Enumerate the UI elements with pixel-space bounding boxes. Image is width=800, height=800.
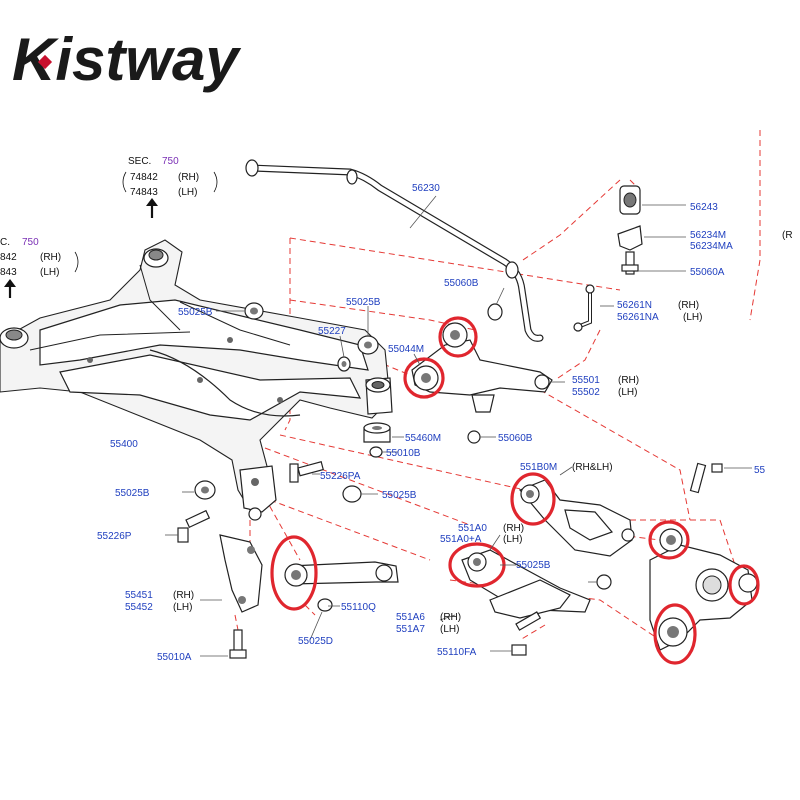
bolt-55010A [200, 629, 247, 659]
label-55460M: 55460M [405, 433, 441, 444]
label-551B0M-side: (RH&LH) [572, 462, 613, 473]
label-56234MA: 56234MA [690, 241, 733, 252]
sec-code-rh: 74842 [130, 172, 158, 183]
label-55010A: 55010A [157, 652, 192, 663]
nut-55010B [369, 446, 398, 458]
ring-upper-arm-rear [403, 357, 445, 399]
leader-lines [309, 195, 573, 641]
label-551A7: 551A7 [396, 624, 425, 635]
sec-number: 750 [162, 156, 179, 167]
knuckle [649, 528, 758, 651]
label-55025B-c: 55025B [115, 488, 150, 499]
label-56234-side: (R [782, 230, 793, 241]
label-551A0A: 551A0+A [440, 534, 482, 545]
lower-link-551A0 [461, 549, 612, 631]
nut-55025B-upper [216, 302, 264, 320]
sec-code-lh: 843 [0, 267, 17, 278]
label-55226PA: 55226PA [320, 471, 361, 482]
nut-55025B-mid [342, 485, 378, 503]
label-55025D: 55025D [298, 636, 333, 647]
label-55502: 55502 [572, 387, 600, 398]
subframe-bushing-55044M [365, 377, 393, 415]
label-55451-lh: (LH) [173, 602, 192, 613]
label-55452: 55452 [125, 602, 153, 613]
label-55060B-top: 55060B [444, 278, 479, 289]
label-55060A: 55060A [690, 267, 725, 278]
subframe [0, 239, 391, 521]
ring-knuckle-side [728, 564, 760, 606]
bracket-55451 [200, 534, 263, 613]
label-551A6: 551A6 [396, 612, 425, 623]
bolt-55060A [621, 251, 686, 275]
label-55110Q: 55110Q [341, 602, 376, 613]
ring-upper-arm-front [438, 316, 478, 358]
bolt-55110FA [490, 644, 527, 656]
label-55-partial: 55 [754, 465, 766, 476]
ring-knuckle-lower [653, 603, 697, 665]
section-ref-left: C. 750 842 (RH) 843 (LH) [0, 237, 79, 298]
label-551B0M: 551B0M [520, 462, 557, 473]
ring-lower-arm [510, 472, 556, 526]
upper-arm-55501 [411, 303, 553, 444]
label-55501-lh: (LH) [618, 387, 637, 398]
sec-side-rh: (RH) [178, 172, 199, 183]
label-56261N: 56261N [617, 300, 652, 311]
label-56261-rh: (RH) [678, 300, 699, 311]
stabilizer-bar [245, 159, 544, 342]
washer-55227 [337, 356, 351, 372]
label-56230: 56230 [412, 183, 440, 194]
label-55226P: 55226P [97, 531, 132, 542]
sec-side-lh: (LH) [40, 267, 59, 278]
sec-label: C. [0, 237, 10, 248]
label-55025B-e: 55025B [516, 560, 551, 571]
label-551A6-rh: (RH) [440, 612, 461, 623]
sec-number: 750 [22, 237, 39, 248]
kistway-logo: Kistway [12, 26, 241, 93]
label-55227: 55227 [318, 326, 346, 337]
label-56234M: 56234M [690, 230, 726, 241]
logo-text: Kistway [12, 26, 241, 93]
sec-side-rh: (RH) [40, 252, 61, 263]
stabilizer-bushing-56243 [619, 185, 686, 215]
sec-code-rh: 842 [0, 252, 17, 263]
label-56243: 56243 [690, 202, 718, 213]
label-55060B-mid: 55060B [498, 433, 533, 444]
label-55501: 55501 [572, 375, 600, 386]
bushing-55460M [363, 422, 404, 443]
label-55110FA: 55110FA [437, 647, 477, 658]
clamp-56234M [617, 225, 686, 251]
sec-label: SEC. [128, 156, 151, 167]
cap-55025B [357, 335, 379, 355]
bolt-55226P [165, 509, 211, 543]
label-56261NA: 56261NA [617, 312, 659, 323]
label-55400: 55400 [110, 439, 138, 450]
label-55010B: 55010B [386, 448, 421, 459]
stabilizer-link-56261N [573, 284, 614, 332]
label-551A0: 551A0 [458, 523, 487, 534]
label-55451: 55451 [125, 590, 153, 601]
label-55025B-a: 55025B [178, 307, 213, 318]
label-551A6-lh: (LH) [440, 624, 459, 635]
sec-side-lh: (LH) [178, 187, 197, 198]
ring-toe-link [270, 535, 318, 611]
ring-knuckle-upper [648, 520, 690, 560]
label-55501-rh: (RH) [618, 375, 639, 386]
lower-arm-551B0M [519, 479, 635, 557]
label-56261-lh: (LH) [683, 312, 702, 323]
section-ref-upper: SEC. 750 74842 (RH) 74843 (LH) [122, 156, 218, 218]
label-55451-rh: (RH) [173, 590, 194, 601]
label-551A0-rh: (RH) [503, 523, 524, 534]
bolt-upper-right [689, 462, 752, 494]
label-55025B-d: 55025B [382, 490, 417, 501]
sec-code-lh: 74843 [130, 187, 158, 198]
nut-55025B-left [182, 480, 216, 500]
bolt-55226PA [289, 461, 324, 483]
label-55025B-b: 55025B [346, 297, 381, 308]
label-551A0-lh: (LH) [503, 534, 522, 545]
part-labels: 56230 56243 56234M 56234MA (R 55060A 562… [97, 183, 793, 663]
label-55044M: 55044M [388, 344, 424, 355]
